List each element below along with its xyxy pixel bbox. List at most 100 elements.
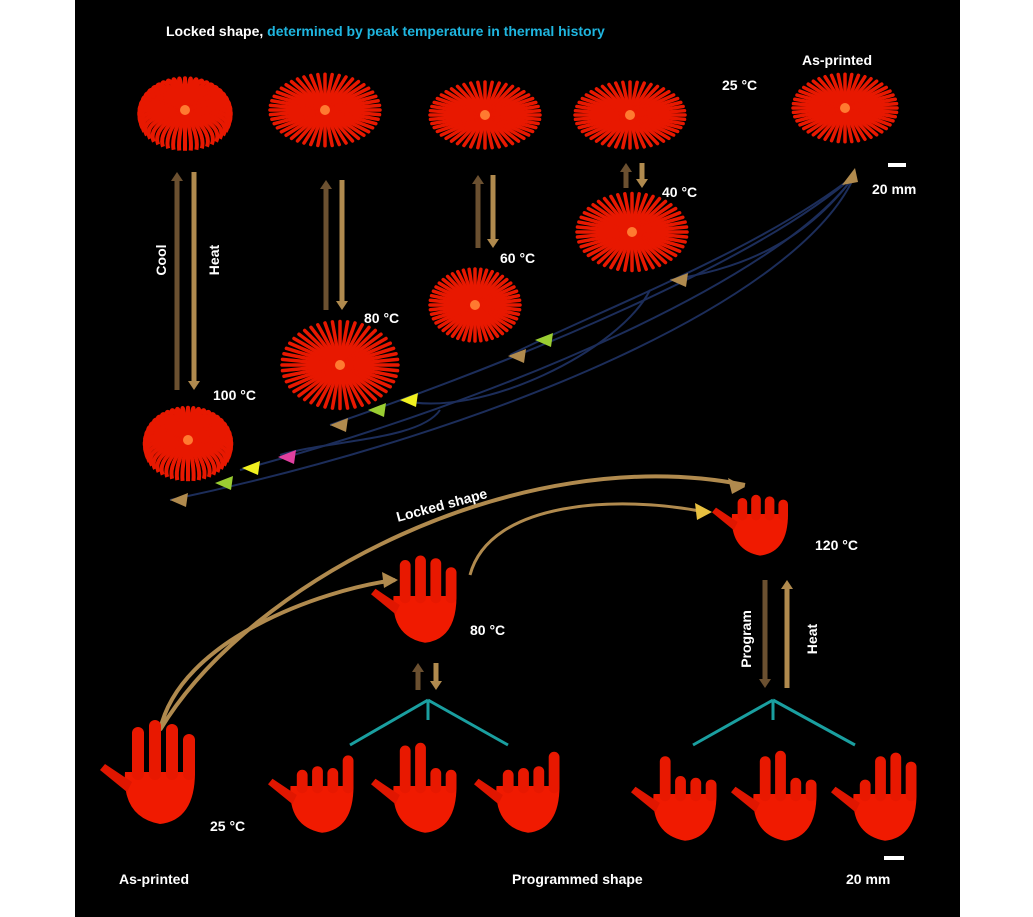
- arrow-head-0: [170, 493, 188, 507]
- hand-programmed-1: [268, 755, 354, 833]
- arrow-head: [430, 681, 442, 690]
- program-arrow-120: [759, 580, 771, 688]
- finger: [415, 555, 426, 604]
- cool-arrow-80: [320, 180, 332, 310]
- petal: [473, 298, 522, 307]
- finger: [445, 769, 457, 794]
- locked-arrow-25-to-120: [158, 474, 746, 732]
- petal: [323, 103, 382, 112]
- petal: [843, 101, 899, 110]
- finger: [548, 751, 560, 794]
- finger: [430, 768, 442, 794]
- arrow-head-3: [278, 450, 296, 464]
- finger: [149, 720, 161, 780]
- finger: [399, 560, 411, 604]
- hand-as-printed: [100, 720, 195, 824]
- finger: [675, 776, 686, 802]
- finger: [399, 745, 411, 794]
- path-40-branch: [399, 289, 651, 405]
- finger: [342, 755, 354, 794]
- finger: [759, 756, 771, 802]
- cool-arrow-60: [472, 175, 484, 248]
- hand-80c: [371, 555, 457, 643]
- flower-center: [480, 110, 490, 120]
- thumb: [371, 778, 400, 804]
- petal: [630, 225, 689, 234]
- cool-arrow-40: [620, 163, 632, 188]
- palm: [393, 786, 457, 833]
- finger: [296, 769, 308, 794]
- branch-line-3: [692, 698, 774, 747]
- flower-as-printed: [791, 72, 899, 144]
- heat-arrow-120: [781, 580, 793, 688]
- label-25c-top: 25 °C: [722, 77, 758, 93]
- arrow-head-120: [728, 478, 745, 494]
- finger: [705, 779, 717, 802]
- finger: [327, 768, 339, 794]
- label-program: Program: [738, 610, 754, 668]
- arrow-head-8: [535, 333, 553, 347]
- arrow-head-120b: [695, 503, 712, 520]
- arrow-head-7: [508, 349, 526, 363]
- label-as-printed-bottom: As-printed: [119, 871, 189, 887]
- finger: [690, 777, 702, 802]
- arrow-head-as-printed: [842, 168, 858, 185]
- path-to-40: [669, 174, 856, 281]
- arrow-head: [171, 172, 183, 181]
- finger: [890, 752, 902, 802]
- finger: [790, 777, 802, 802]
- label-60c: 60 °C: [500, 250, 536, 266]
- branch-line-2: [427, 698, 509, 747]
- figure-title: Locked shape, determined by peak tempera…: [166, 23, 605, 39]
- label-heat-top: Heat: [206, 244, 222, 276]
- thumb: [268, 778, 297, 804]
- heat-arrow-80-bottom: [430, 663, 442, 690]
- thumb: [831, 786, 860, 812]
- arrow-head: [320, 180, 332, 189]
- palm: [653, 794, 717, 841]
- flower-center: [180, 105, 190, 115]
- flower-40c: [575, 191, 689, 273]
- flower-center: [840, 103, 850, 113]
- palm: [290, 786, 354, 833]
- heat-arrow-80: [336, 180, 348, 310]
- arrow-head-5: [368, 403, 386, 417]
- scale-label-top: 20 mm: [872, 181, 917, 197]
- finger: [533, 766, 545, 794]
- arrow-head: [636, 179, 648, 188]
- arrow-head: [759, 679, 771, 688]
- hand-programmed-6: [831, 752, 917, 841]
- finger: [775, 750, 786, 802]
- heat-arrow-60: [487, 175, 499, 248]
- flower-60c: [428, 267, 522, 343]
- heat-arrow-100: [188, 172, 200, 390]
- palm: [124, 772, 195, 824]
- flower-80c-locked: [268, 72, 382, 148]
- finger: [166, 724, 178, 780]
- arrow-head: [336, 301, 348, 310]
- thumb: [474, 778, 503, 804]
- arrow-head-6: [400, 393, 418, 407]
- flower-center: [625, 110, 635, 120]
- arrow-head-4: [330, 418, 348, 432]
- hand-programmed-4: [631, 756, 717, 841]
- flower-center: [470, 300, 480, 310]
- program-arrow-80: [412, 663, 424, 690]
- finger: [183, 734, 195, 780]
- cool-arrow-100: [171, 172, 183, 390]
- palm: [393, 596, 457, 643]
- path-80-branch: [279, 409, 441, 456]
- finger: [905, 761, 917, 802]
- petal: [628, 108, 687, 117]
- arrow-head: [412, 663, 424, 672]
- palm: [731, 514, 788, 556]
- label-80c-top: 80 °C: [364, 310, 400, 326]
- finger: [859, 779, 871, 802]
- arrow-head: [472, 175, 484, 184]
- arrow-head: [781, 580, 793, 589]
- scale-bar-top: [888, 163, 906, 167]
- finger: [875, 756, 886, 802]
- finger: [415, 742, 426, 794]
- heat-arrow-40: [636, 163, 648, 188]
- title-highlight: determined by peak temperature in therma…: [267, 23, 605, 39]
